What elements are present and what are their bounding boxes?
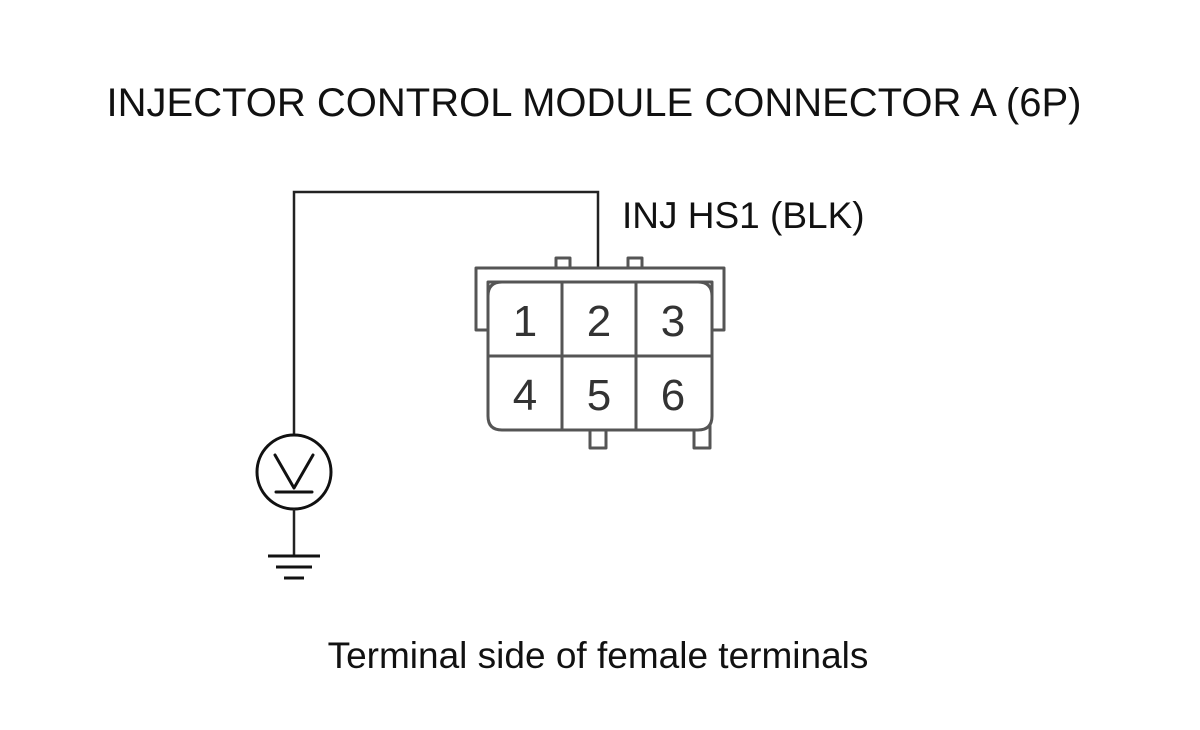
test-lead-wire <box>292 190 600 436</box>
terminal-6: 6 <box>661 371 685 420</box>
diagram-title: INJECTOR CONTROL MODULE CONNECTOR A (6P) <box>107 81 1082 125</box>
diagram-caption: Terminal side of female terminals <box>328 635 869 676</box>
terminal-3: 3 <box>661 297 685 346</box>
terminal-1: 1 <box>513 297 537 346</box>
connector-housing <box>474 256 726 450</box>
voltmeter-icon <box>255 433 333 511</box>
terminal-4: 4 <box>513 371 537 420</box>
terminal-5: 5 <box>587 371 611 420</box>
ground-icon <box>268 554 320 580</box>
wire-label: INJ HS1 (BLK) <box>622 195 865 236</box>
terminal-2: 2 <box>587 297 611 346</box>
